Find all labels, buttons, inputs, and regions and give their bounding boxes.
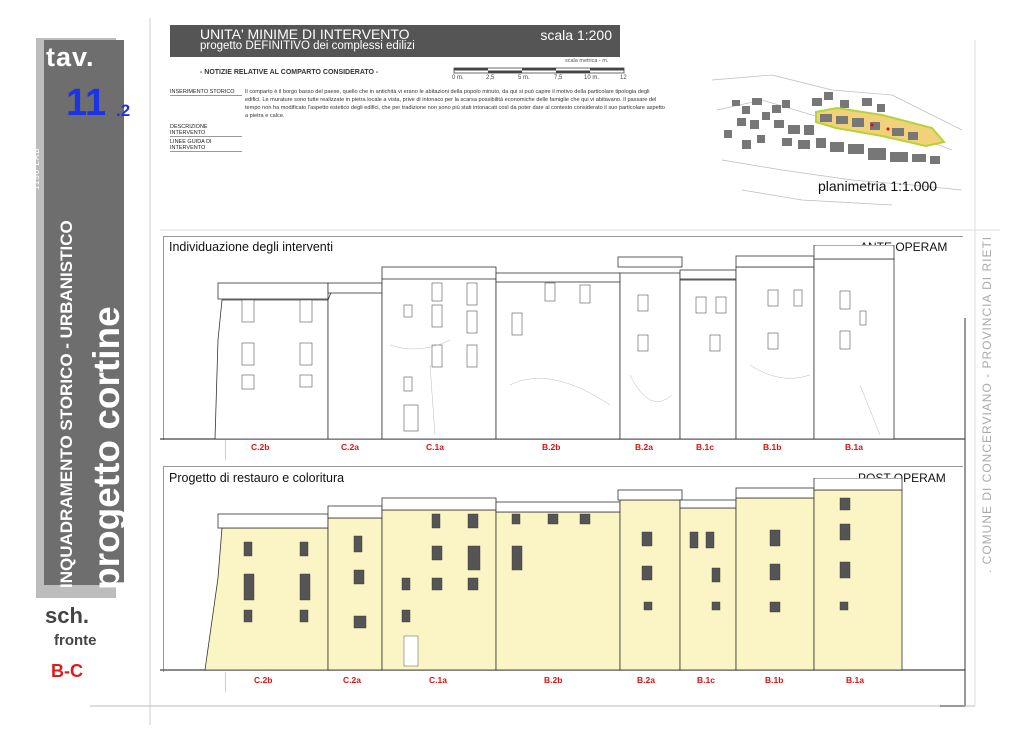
- post-panel-frame-left: [163, 466, 164, 672]
- tav-number: 11: [66, 82, 107, 124]
- category-label: B.1b: [763, 442, 782, 452]
- category-label: C.2a: [343, 675, 361, 685]
- location-vertical-text: . COMUNE DI CONCERVIANO - PROVINCIA DI R…: [980, 235, 994, 573]
- category-label: B.2b: [542, 442, 561, 452]
- category-label: B.1a: [846, 675, 864, 685]
- scale-bar-graphic: [453, 67, 625, 74]
- category-label: B.1c: [697, 675, 715, 685]
- ante-panel-title: Individuazione degli interventi: [169, 240, 333, 254]
- scale-tick: 10 m.: [584, 75, 600, 81]
- category-label: B.2a: [637, 675, 655, 685]
- category-label: B.2a: [635, 442, 653, 452]
- ante-elevation: [160, 245, 965, 440]
- category-label: C.2b: [251, 442, 270, 452]
- fronte-code: B-C: [51, 661, 83, 681]
- category-label: C.1a: [426, 442, 444, 452]
- field-descrizione: DESCRIZIONE INTERVENTO: [170, 124, 242, 137]
- scale-tick: 12: [620, 75, 627, 81]
- scale-bar: scala metrica - m. 0 m. 2,5 5 m. 7,5 10 …: [450, 58, 665, 84]
- notizie-heading: - NOTIZIE RELATIVE AL COMPARTO CONSIDERA…: [200, 69, 379, 76]
- field-linee: LINEE GUIDA DI INTERVENTO: [170, 139, 242, 152]
- planimetria-label: planimetria 1:1.000: [818, 178, 938, 194]
- category-label: B.1a: [845, 442, 863, 452]
- title-band: [44, 40, 124, 585]
- header-scale: scala 1:200: [540, 27, 612, 43]
- scale-tick: 2,5: [486, 75, 495, 81]
- category-label: B.1b: [765, 675, 784, 685]
- ante-panel-frame-top: [163, 236, 963, 237]
- planimetria-map: [711, 70, 967, 210]
- tav-label: tav.: [46, 42, 95, 72]
- post-panel-title: Progetto di restauro e coloritura: [169, 471, 345, 485]
- post-elevation: [160, 478, 965, 671]
- header-title: UNITA' MINIME DI INTERVENTO: [200, 26, 410, 42]
- fronte-label: fronte: [54, 632, 97, 649]
- tav-subnumber: .2: [116, 101, 131, 120]
- header-subtitle: progetto DEFINITIVO dei complessi ediliz…: [200, 40, 415, 52]
- category-label: C.2a: [341, 442, 359, 452]
- description-text: Il comparto è il borgo basso del paese, …: [245, 89, 665, 119]
- category-label: C.1a: [429, 675, 447, 685]
- scale-tick: 0 m.: [452, 75, 464, 81]
- scale-bar-title: scala metrica - m.: [565, 58, 609, 64]
- planimetria-drawing: [711, 74, 963, 206]
- category-label: B.2b: [544, 675, 563, 685]
- sch-label: sch.: [45, 603, 90, 628]
- scale-tick: 7,5: [554, 75, 563, 81]
- category-label: C.2b: [254, 675, 273, 685]
- guide-line: [225, 672, 226, 692]
- post-panel-frame-top: [163, 466, 963, 467]
- ante-panel-frame-left: [163, 236, 164, 440]
- field-inserimento: INSERIMENTO STORICO: [170, 89, 242, 96]
- category-label: B.1c: [696, 442, 714, 452]
- scale-tick: 5 m.: [518, 75, 530, 81]
- header-box: UNITA' MINIME DI INTERVENTO progetto DEF…: [170, 25, 620, 57]
- guide-line: [225, 440, 226, 460]
